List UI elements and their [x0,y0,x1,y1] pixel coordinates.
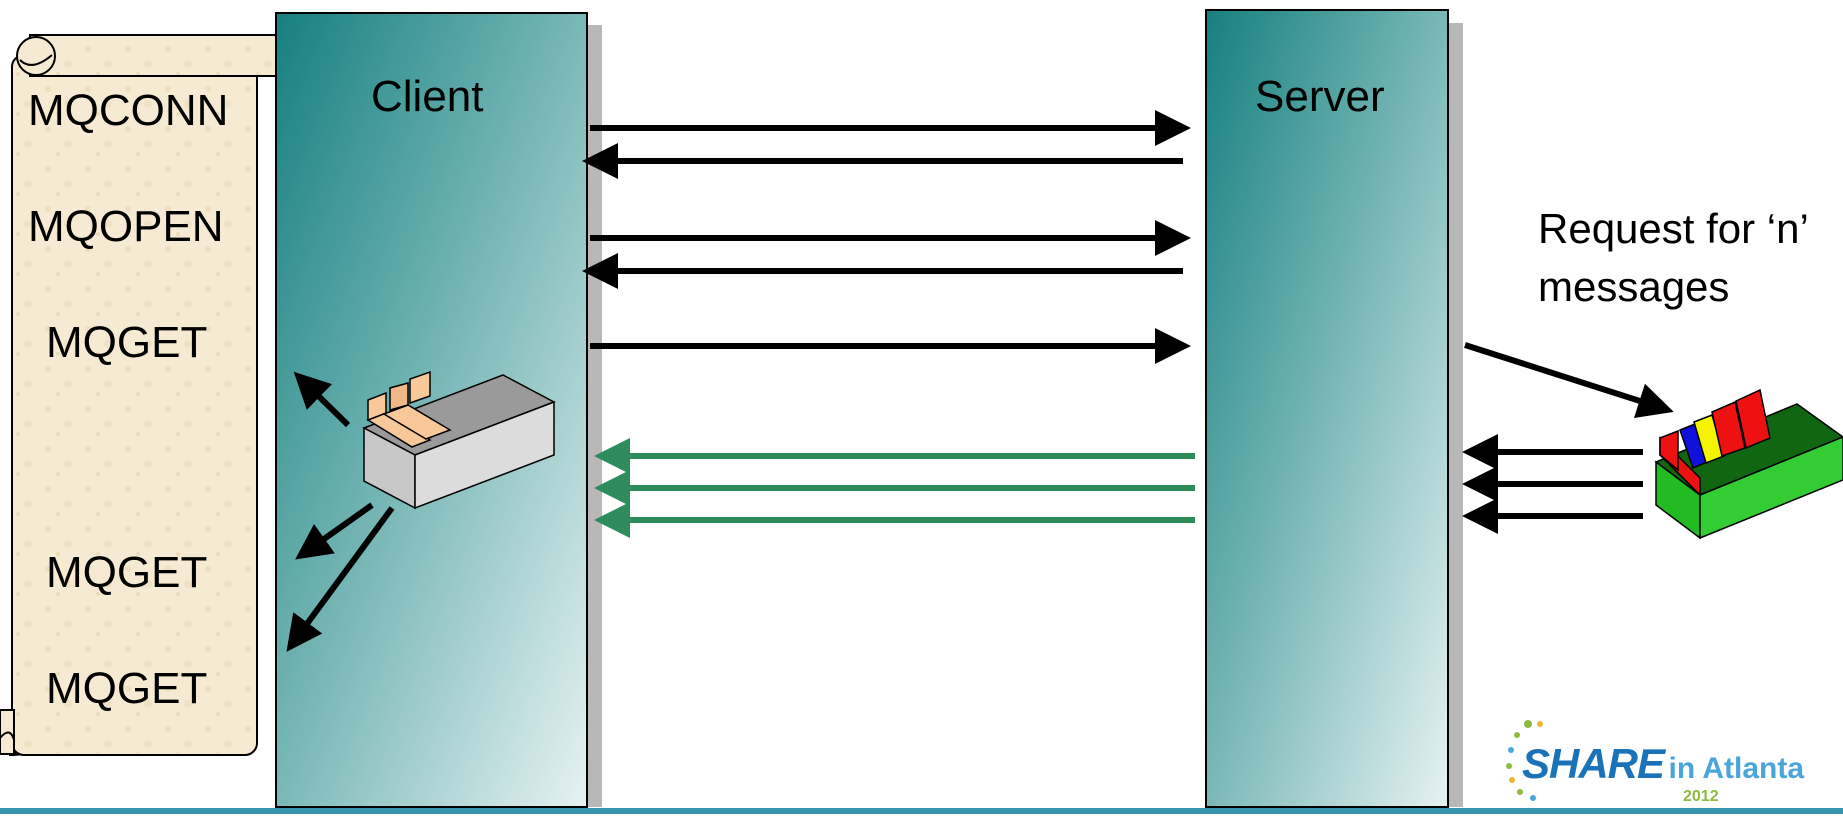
share-logo-location: in Atlanta [1668,752,1805,785]
request-note: Request for ‘n’ messages [1538,205,1808,310]
share-logo: SHARE in Atlanta [1522,740,1804,788]
scroll-call-mqconn: MQCONN [28,86,229,135]
server-title: Server [1255,72,1385,121]
footer-bar [0,808,1843,814]
tray-to-mqget-arrow [295,502,374,560]
tray-to-mqget-arrow [286,506,395,652]
tray-output-arrows [286,371,395,652]
scroll-call-mqget: MQGET [46,664,208,713]
scroll-call-mqget: MQGET [46,318,208,367]
request-to-queue-arrow [1464,342,1674,418]
client-buffer-tray [362,370,556,510]
share-logo-wordmark: SHARE [1522,740,1665,787]
scroll-graphic [0,34,300,757]
scroll-call-mqopen: MQOPEN [28,202,224,251]
share-logo-year: 2012 [1683,788,1719,805]
exchange-arrows [582,110,1195,538]
server-box [1205,9,1463,808]
server-queue-tray [1654,388,1843,540]
share-logo-dots [1506,720,1543,801]
server-queue-arrows [1462,342,1674,534]
client-title: Client [371,72,484,121]
tray-to-mqget-arrow [293,371,351,428]
scroll-call-mqget: MQGET [46,548,208,597]
